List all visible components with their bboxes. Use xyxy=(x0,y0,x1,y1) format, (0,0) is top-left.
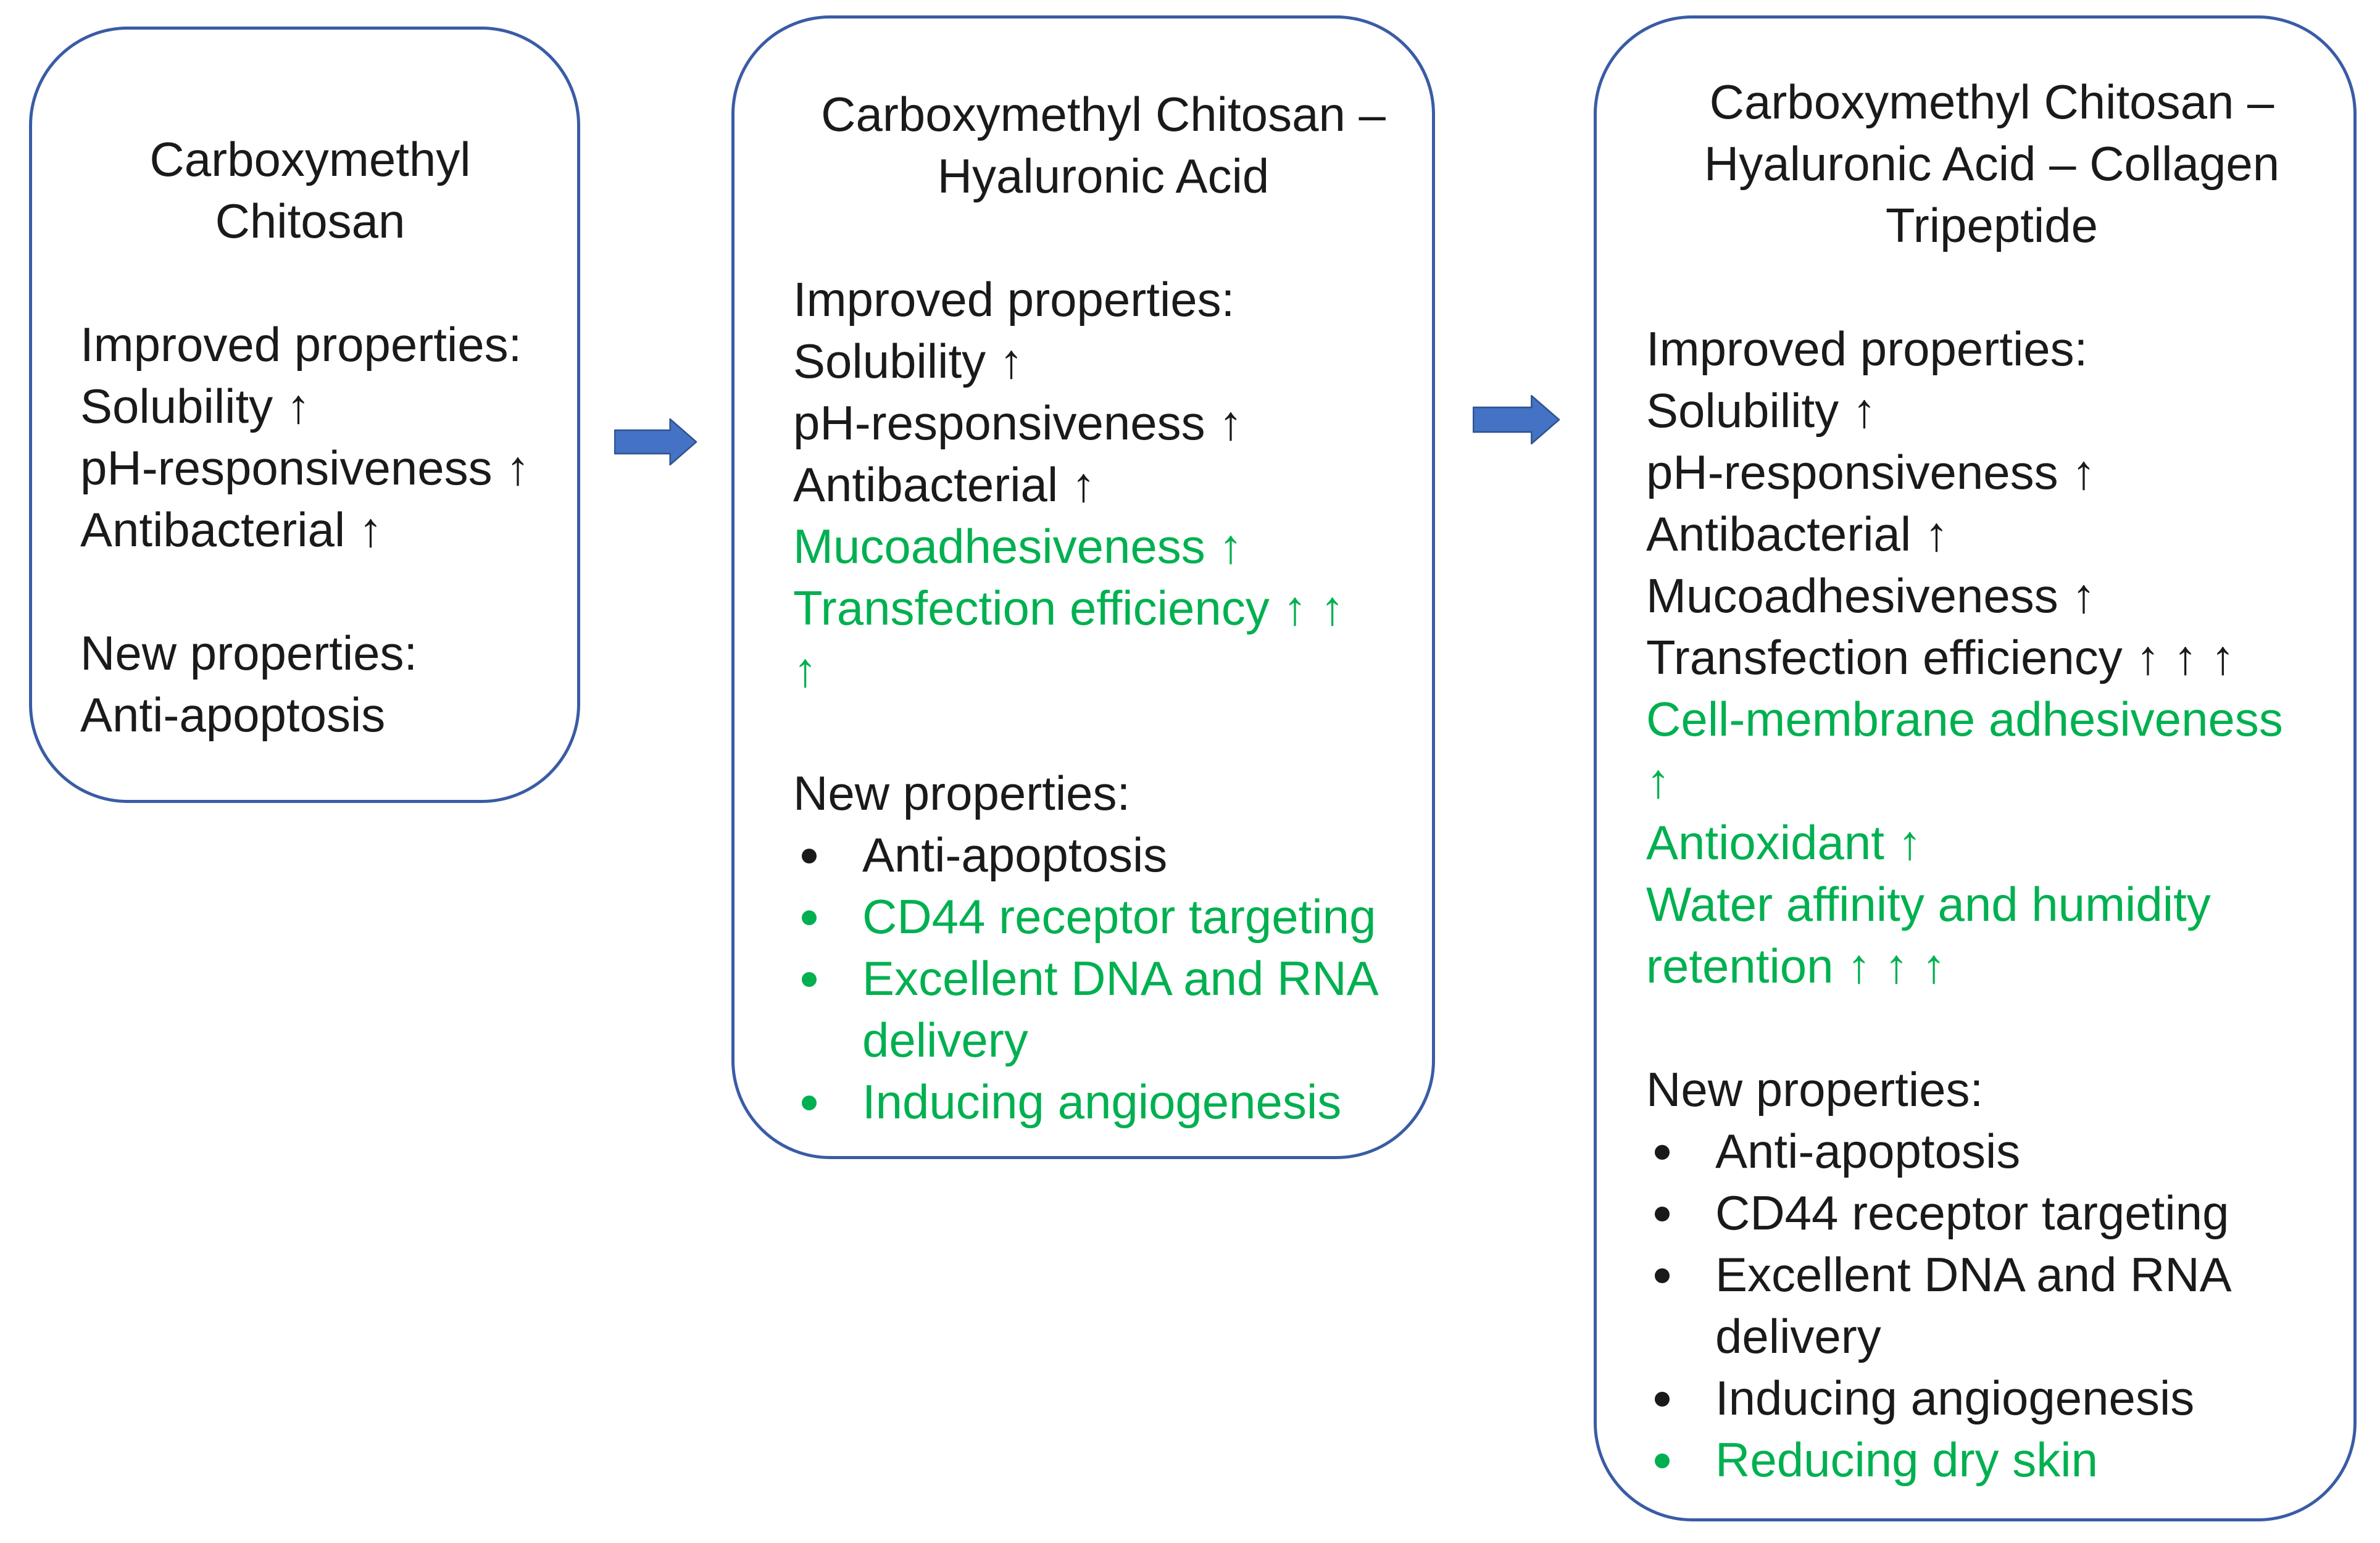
box-title-line: Hyaluronic Acid xyxy=(937,149,1270,203)
property-line: Mucoadhesiveness ↑ xyxy=(793,519,1243,573)
new-property-item: Excellent DNA and RNA delivery xyxy=(793,947,1413,1071)
improved-properties-heading: Improved properties: xyxy=(1646,322,2088,376)
property-line: Transfection efficiency ↑ ↑ ↑ xyxy=(1646,630,2235,684)
improved-properties-list: Solubility ↑ pH-responsiveness ↑ Antibacte… xyxy=(80,375,540,560)
new-properties-heading: New properties: xyxy=(1646,1062,1984,1117)
improved-properties-heading: Improved properties: xyxy=(80,317,522,372)
new-properties-heading: New properties: xyxy=(80,626,418,680)
new-property-text: Inducing angiogenesis xyxy=(862,1075,1342,1129)
new-property-text: Anti-apoptosis xyxy=(862,828,1168,882)
new-property-text: Inducing angiogenesis xyxy=(1715,1371,2195,1425)
new-properties-list: Anti-apoptosis xyxy=(80,684,540,746)
bullet-dot-icon xyxy=(1646,1244,1715,1305)
bullet-dot-icon xyxy=(1646,1367,1715,1429)
box-title: Carboxymethyl Chitosan – Hyaluronic Acid … xyxy=(1646,71,2337,256)
property-line: Transfection efficiency ↑ ↑ xyxy=(793,581,1345,635)
new-property-item: Excellent DNA and RNA delivery xyxy=(1646,1244,2337,1367)
property-line: Cell-membrane adhesiveness xyxy=(1646,692,2283,746)
box-title-line: Carboxymethyl Chitosan – xyxy=(821,87,1386,141)
bullet-dot-icon xyxy=(1646,1120,1715,1182)
property-line: retention ↑ ↑ ↑ xyxy=(1646,939,1946,993)
new-property-item: CD44 receptor targeting xyxy=(1646,1182,2337,1244)
bullet-dot-icon xyxy=(1646,1182,1715,1244)
box-title-line: Chitosan xyxy=(215,194,406,248)
bullet-dot-icon xyxy=(793,886,862,947)
property-line: Antibacterial ↑ xyxy=(1646,507,1949,561)
box-title-line: Hyaluronic Acid – Collagen xyxy=(1704,136,2280,191)
new-property-item: Anti-apoptosis xyxy=(793,824,1413,886)
property-line: pH-responsiveness ↑ xyxy=(793,396,1243,450)
property-line: ↑ xyxy=(1646,754,1670,808)
improved-properties-list: Solubility ↑ pH-responsiveness ↑ Antibacte… xyxy=(793,330,1413,701)
box-title-line: Tripeptide xyxy=(1886,198,2098,252)
property-line: Mucoadhesiveness ↑ xyxy=(1646,568,2096,623)
box-carboxymethyl-chitosan-hyaluronic-acid-collagen-tripeptide: Carboxymethyl Chitosan – Hyaluronic Acid … xyxy=(1594,15,2357,1521)
new-properties-heading: New properties: xyxy=(793,766,1131,820)
new-property-text: CD44 receptor targeting xyxy=(862,889,1376,944)
box-title-line: Carboxymethyl xyxy=(149,132,471,186)
property-line: pH-responsiveness ↑ xyxy=(80,441,530,495)
property-line: Water affinity and humidity xyxy=(1646,877,2211,931)
improved-properties-heading: Improved properties: xyxy=(793,272,1235,326)
property-line: Solubility ↑ xyxy=(1646,383,1876,438)
property-line: Antibacterial ↑ xyxy=(793,457,1096,512)
new-property-item: Inducing angiogenesis xyxy=(1646,1367,2337,1429)
new-property-text: Excellent DNA and RNA delivery xyxy=(862,951,1376,1067)
bullet-dot-icon xyxy=(793,824,862,886)
new-property-item: Reducing dry skin xyxy=(1646,1429,2337,1491)
improved-properties-list: Solubility ↑ pH-responsiveness ↑ Antibacte… xyxy=(1646,380,2337,997)
new-property-text: Anti-apoptosis xyxy=(80,688,386,742)
new-property-text: Anti-apoptosis xyxy=(1715,1124,2021,1178)
new-property-text: Reducing dry skin xyxy=(1715,1433,2098,1487)
new-property-item: CD44 receptor targeting xyxy=(793,886,1413,947)
property-line: pH-responsiveness ↑ xyxy=(1646,445,2096,499)
new-property-item: Inducing angiogenesis xyxy=(793,1071,1413,1133)
property-line: Antioxidant ↑ xyxy=(1646,815,1922,870)
bullet-dot-icon xyxy=(793,947,862,1009)
property-line: Solubility ↑ xyxy=(80,379,310,433)
bullet-dot-icon xyxy=(793,1071,862,1133)
box-title: Carboxymethyl Chitosan – Hyaluronic Acid xyxy=(793,83,1413,207)
right-arrow-icon xyxy=(614,416,697,468)
property-line: Antibacterial ↑ xyxy=(80,502,383,557)
property-line: ↑ xyxy=(793,643,817,697)
box-title-line: Carboxymethyl Chitosan – xyxy=(1709,75,2274,129)
new-property-text: CD44 receptor targeting xyxy=(1715,1186,2229,1240)
property-line: Solubility ↑ xyxy=(793,334,1023,388)
right-arrow-icon xyxy=(1473,393,1560,447)
new-properties-list: Anti-apoptosis CD44 receptor targeting E… xyxy=(793,824,1413,1133)
bullet-dot-icon xyxy=(1646,1429,1715,1491)
new-property-text: Excellent DNA and RNA delivery xyxy=(1715,1247,2229,1363)
new-property-item: Anti-apoptosis xyxy=(80,684,540,746)
new-property-item: Anti-apoptosis xyxy=(1646,1120,2337,1182)
new-properties-list: Anti-apoptosis CD44 receptor targeting E… xyxy=(1646,1120,2337,1491)
box-carboxymethyl-chitosan-hyaluronic-acid: Carboxymethyl Chitosan –Hyaluronic Acid … xyxy=(731,15,1435,1159)
